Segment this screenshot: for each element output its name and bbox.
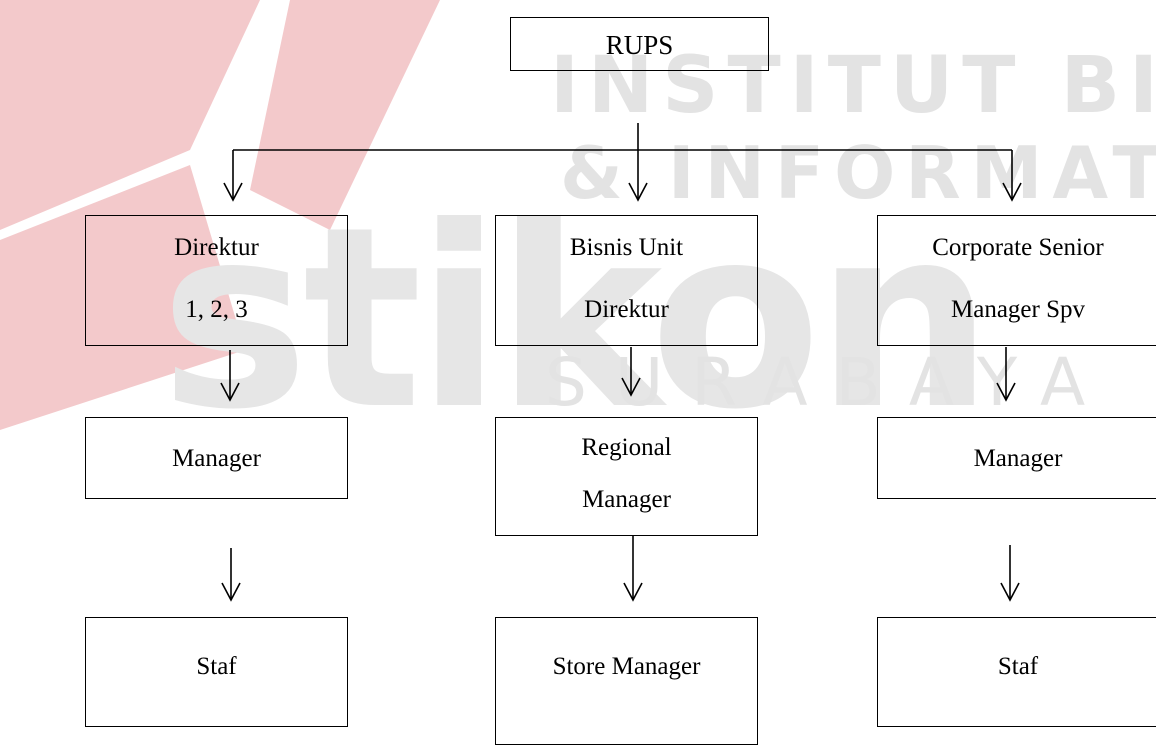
node-manager-right-label: Manager — [973, 445, 1063, 472]
arrow-corporate-manager — [996, 382, 1016, 402]
node-bisnis-unit-direktur: Bisnis Unit Direktur — [495, 215, 758, 346]
node-rups-label: RUPS — [605, 30, 674, 60]
arrow-bisnis-regional — [621, 377, 641, 397]
watermark-title: INSTITUT BISNIS — [550, 41, 1156, 131]
node-store-manager: Store Manager — [495, 617, 758, 745]
arrow-regional-store — [623, 582, 643, 602]
node-direktur: Direktur 1, 2, 3 — [85, 215, 348, 346]
node-bisnis-unit-line2: Direktur — [584, 296, 669, 323]
node-direktur-line2: 1, 2, 3 — [185, 296, 248, 323]
node-staf-right: Staf — [877, 617, 1156, 727]
arrow-corporate — [1002, 182, 1022, 202]
node-corporate-line2: Manager Spv — [951, 296, 1085, 323]
node-regional-manager: Regional Manager — [495, 417, 758, 536]
node-corporate-line1: Corporate Senior — [932, 234, 1104, 261]
arrow-direktur-manager — [220, 382, 240, 402]
watermark-brand: stikon — [160, 173, 987, 464]
node-corporate-senior-manager-spv: Corporate Senior Manager Spv — [877, 215, 1156, 346]
node-manager-left-label: Manager — [172, 445, 261, 472]
node-store-manager-label: Store Manager — [552, 653, 701, 680]
node-bisnis-unit-line1: Bisnis Unit — [569, 234, 684, 261]
arrow-manager-staf — [221, 582, 241, 602]
node-rups: RUPS — [510, 17, 769, 71]
node-manager-right: Manager — [877, 417, 1156, 499]
arrow-manager-staf-right — [1000, 582, 1020, 602]
arrow-bisnis-unit — [628, 182, 648, 202]
watermark-subtitle: & INFORMATIKA — [560, 131, 1156, 215]
node-staf-left-label: Staf — [196, 653, 237, 680]
watermark-city: SURABAYA — [545, 344, 1113, 421]
node-staf-left: Staf — [85, 617, 348, 727]
arrow-direktur — [223, 182, 243, 202]
node-direktur-line1: Direktur — [174, 234, 259, 261]
node-regional-manager-line1: Regional — [581, 434, 672, 461]
node-manager-left: Manager — [85, 417, 348, 499]
watermark-logo — [0, 0, 440, 430]
node-regional-manager-line2: Manager — [582, 486, 671, 513]
node-staf-right-label: Staf — [997, 653, 1039, 680]
